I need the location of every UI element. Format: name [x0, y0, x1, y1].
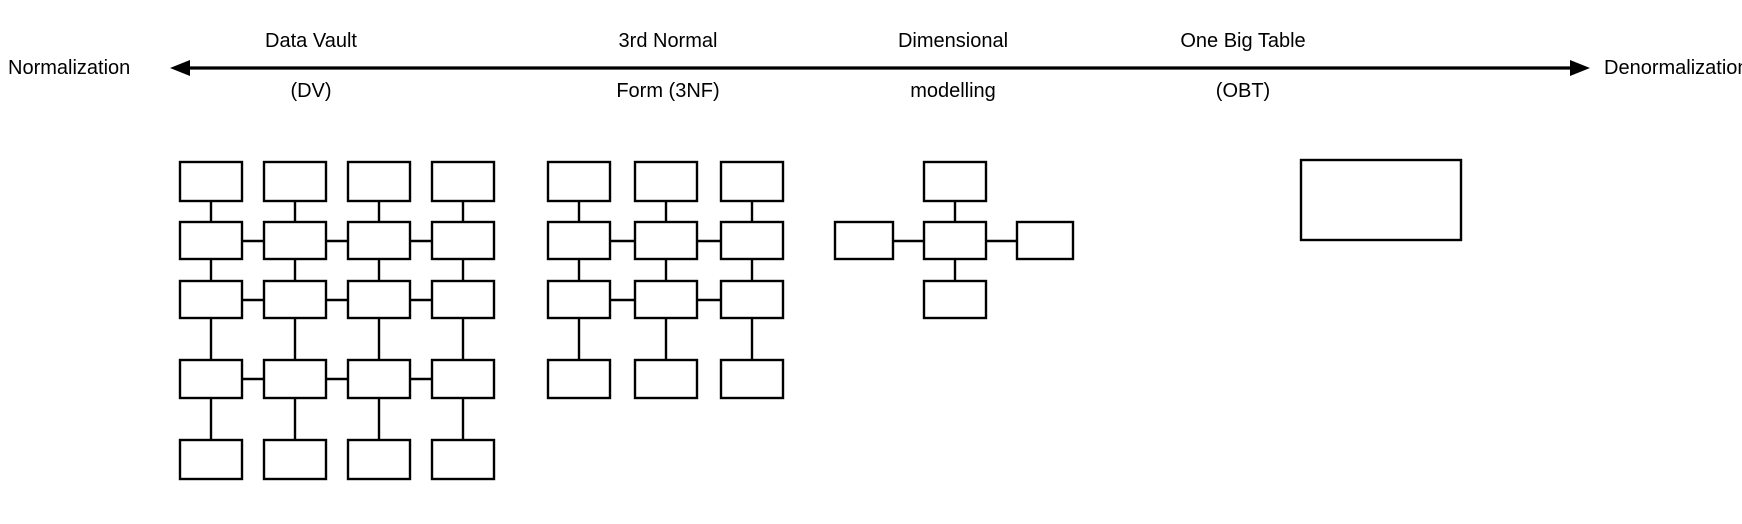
schema-box	[178, 279, 244, 320]
schema-box-obt	[1299, 158, 1463, 242]
schema-box	[430, 358, 496, 400]
stage-label-dimensional-modelling-line2: modelling	[910, 80, 996, 102]
schema-box	[262, 220, 328, 261]
stage-label-data-vault: Data Vault (DV)	[203, 4, 419, 129]
schema-box	[262, 160, 328, 203]
schema-box	[546, 279, 612, 320]
schema-box	[633, 279, 699, 320]
schema-box	[178, 220, 244, 261]
schema-box	[719, 220, 785, 261]
schema-box-dimension-bottom	[922, 279, 988, 320]
stage-label-dimensional-modelling: Dimensional modelling	[845, 4, 1061, 129]
schema-box	[633, 220, 699, 261]
schema-box	[346, 160, 412, 203]
schema-box	[262, 358, 328, 400]
schema-dimensional-modelling	[833, 160, 1075, 320]
schema-box	[633, 160, 699, 203]
stage-label-data-vault-line1: Data Vault	[265, 30, 357, 52]
schema-box	[633, 358, 699, 400]
schema-box	[719, 358, 785, 400]
schema-box-dimension-right	[1015, 220, 1075, 261]
schema-box	[178, 358, 244, 400]
spectrum-double-arrow-icon	[170, 60, 1590, 76]
schema-3nf	[546, 160, 785, 400]
stage-label-one-big-table-line1: One Big Table	[1180, 30, 1306, 52]
schema-box	[430, 438, 496, 481]
schema-box	[546, 358, 612, 400]
stage-label-dimensional-modelling-line1: Dimensional	[897, 30, 1009, 52]
schema-box-fact-center	[922, 220, 988, 261]
schema-box	[546, 220, 612, 261]
stage-label-3nf-line1: 3rd Normal	[618, 30, 718, 52]
schema-box	[178, 160, 244, 203]
schema-one-big-table	[1299, 158, 1463, 242]
schema-box	[719, 279, 785, 320]
schema-box	[346, 220, 412, 261]
schema-box	[719, 160, 785, 203]
stage-label-3nf-line2: Form (3NF)	[616, 80, 720, 102]
schema-box	[346, 358, 412, 400]
schema-box-dimension-top	[922, 160, 988, 203]
schema-box	[430, 220, 496, 261]
stage-label-one-big-table-line2: (OBT)	[1215, 80, 1271, 102]
schema-box	[346, 438, 412, 481]
stage-label-3nf: 3rd Normal Form (3NF)	[560, 4, 776, 129]
schema-box	[178, 438, 244, 481]
axis-label-normalization: Normalization	[8, 57, 131, 79]
schema-box-dimension-left	[833, 220, 895, 261]
axis-label-denormalization: Denormalization	[1604, 57, 1742, 79]
schema-box	[262, 279, 328, 320]
schema-data-vault	[178, 160, 496, 481]
stage-label-one-big-table: One Big Table (OBT)	[1135, 4, 1351, 129]
schema-box	[346, 279, 412, 320]
schema-box	[262, 438, 328, 481]
stage-label-data-vault-line2: (DV)	[290, 80, 332, 102]
schema-box	[430, 160, 496, 203]
schema-box	[430, 279, 496, 320]
schema-box	[546, 160, 612, 203]
